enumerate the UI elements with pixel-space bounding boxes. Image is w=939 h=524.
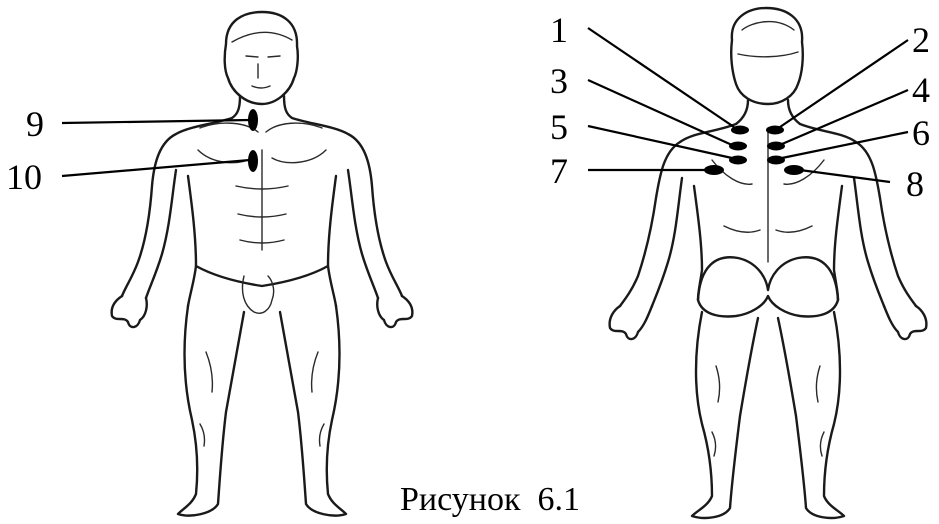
point-label-3: 3 [550,61,568,101]
point-marker-3 [729,142,747,151]
point-label-4: 4 [912,70,930,110]
point-label-9: 9 [26,104,44,144]
point-marker-10 [248,150,258,172]
point-marker-1 [731,126,749,135]
point-label-10: 10 [6,157,42,197]
point-marker-2 [766,126,784,135]
point-marker-5 [729,156,747,165]
point-marker-7 [704,165,724,175]
point-label-5: 5 [550,107,568,147]
leader-line-3 [588,80,732,145]
point-marker-9 [248,109,258,131]
point-label-1: 1 [550,10,568,50]
back-body-figure [610,8,927,518]
point-marker-8 [784,165,804,175]
point-label-7: 7 [550,151,568,191]
point-labels: 1 2 3 4 5 6 7 8 9 10 [6,10,930,204]
point-label-8: 8 [906,164,924,204]
acupoint-markers [62,28,908,182]
point-label-2: 2 [912,20,930,60]
point-marker-4 [767,142,785,151]
point-marker-6 [767,156,785,165]
figure-caption: Рисунок 6.1 [400,481,580,518]
point-label-6: 6 [912,113,930,153]
front-body-figure [112,12,413,516]
